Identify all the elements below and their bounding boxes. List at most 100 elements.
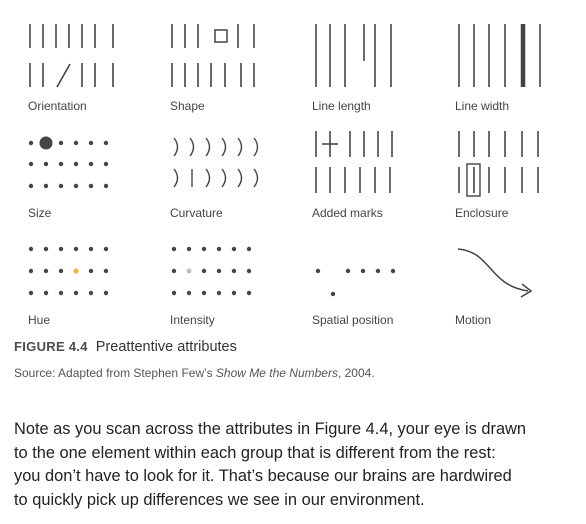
hue-dot <box>43 290 49 296</box>
intensity-dot <box>171 268 177 274</box>
hue-dot <box>58 246 64 252</box>
intensity-dot <box>246 268 252 274</box>
label-spatial-position: Spatial position <box>312 313 394 327</box>
paragraph-line: you don’t have to look for it. That’s be… <box>14 467 512 485</box>
spatial-offset-dot <box>330 291 336 297</box>
motion-curve <box>457 248 529 292</box>
spatial-dot <box>345 268 351 274</box>
size-dot <box>58 161 64 167</box>
intensity-dot <box>231 246 237 252</box>
intensity-dot <box>216 290 222 296</box>
curvature-arc <box>237 137 243 157</box>
shape-square <box>214 29 228 43</box>
spatial-dot <box>315 268 321 274</box>
hue-dot <box>73 290 79 296</box>
intensity-dot <box>231 268 237 274</box>
label-curvature: Curvature <box>170 206 223 220</box>
intensity-dot <box>231 290 237 296</box>
figure-title: Preattentive attributes <box>95 339 237 355</box>
figure-source: Source: Adapted from Stephen Few’s Show … <box>14 366 375 380</box>
label-size: Size <box>28 206 52 220</box>
hue-dot <box>28 268 34 274</box>
intensity-dot <box>246 290 252 296</box>
motion-arrowhead <box>520 283 533 298</box>
intensity-dot <box>216 246 222 252</box>
size-dot <box>88 161 94 167</box>
intensity-dot <box>171 246 177 252</box>
size-dot <box>28 140 34 146</box>
size-dot <box>28 183 34 189</box>
curvature-arc <box>173 168 179 188</box>
hue-dot <box>28 290 34 296</box>
hue-dot <box>103 268 109 274</box>
size-dot <box>58 140 64 146</box>
hue-dot <box>88 246 94 252</box>
label-hue: Hue <box>28 313 51 327</box>
size-dot <box>73 161 79 167</box>
hue-dot <box>58 290 64 296</box>
figure-caption: FIGURE 4.4 Preattentive attributes <box>14 339 237 355</box>
size-dot <box>43 183 49 189</box>
intensity-dot <box>201 290 207 296</box>
hue-dot <box>88 268 94 274</box>
label-enclosure: Enclosure <box>455 206 509 220</box>
curvature-arc <box>221 168 227 188</box>
curvature-arc <box>253 137 259 157</box>
curvature-arc <box>173 137 179 157</box>
intensity-dot <box>216 268 222 274</box>
hue-dot <box>73 246 79 252</box>
label-line-length: Line length <box>312 99 371 113</box>
intensity-dot <box>201 268 207 274</box>
paragraph-line: to the one element within each group tha… <box>14 443 496 462</box>
hue-dot <box>28 246 34 252</box>
size-dot <box>88 183 94 189</box>
enclosure-box <box>466 163 481 197</box>
size-dot <box>103 183 109 189</box>
intensity-highlight-dot <box>186 268 192 274</box>
hue-dot <box>103 246 109 252</box>
hue-dot <box>43 268 49 274</box>
size-large-dot <box>39 136 53 150</box>
spatial-dot <box>390 268 396 274</box>
body-paragraph: Note as you scan across the attributes i… <box>14 418 580 512</box>
figure-graphics <box>28 24 541 298</box>
curvature-arc <box>221 137 227 157</box>
hue-dot <box>103 290 109 296</box>
source-prefix: Source: Adapted from Stephen Few’s <box>14 366 216 380</box>
paragraph-line: Note as you scan across the attributes i… <box>14 420 527 438</box>
spatial-dot <box>360 268 366 274</box>
size-dot <box>88 140 94 146</box>
size-dot <box>103 140 109 146</box>
preattentive-attributes-figure: Orientation Shape Line length Line width… <box>28 24 541 327</box>
size-dot <box>73 140 79 146</box>
label-motion: Motion <box>455 313 492 327</box>
hue-dot <box>88 290 94 296</box>
source-suffix: , 2004. <box>337 366 375 380</box>
spatial-dot <box>375 268 381 274</box>
intensity-dot <box>186 290 192 296</box>
hue-dot <box>58 268 64 274</box>
source-book-title: Show Me the Numbers <box>215 366 338 380</box>
label-line-width: Line width <box>455 99 510 113</box>
figure-number: FIGURE 4.4 <box>14 339 88 354</box>
label-intensity: Intensity <box>170 313 215 327</box>
curvature-arc <box>237 168 243 188</box>
intensity-dot <box>171 290 177 296</box>
intensity-dot <box>186 246 192 252</box>
hue-highlight-dot <box>73 268 79 274</box>
intensity-dot <box>246 246 252 252</box>
curvature-arc <box>205 137 211 157</box>
size-dot <box>73 183 79 189</box>
size-dot <box>103 161 109 167</box>
label-orientation: Orientation <box>28 99 87 113</box>
curvature-arc <box>205 168 211 188</box>
label-added-marks: Added marks <box>312 206 383 220</box>
curvature-arc <box>189 137 195 157</box>
size-dot <box>43 161 49 167</box>
label-shape: Shape <box>170 99 205 113</box>
orientation-tilted-line <box>56 63 71 88</box>
curvature-arc <box>253 168 259 188</box>
paragraph-line: to quickly pick up differences we see in… <box>14 490 425 509</box>
hue-dot <box>43 246 49 252</box>
size-dot <box>28 161 34 167</box>
